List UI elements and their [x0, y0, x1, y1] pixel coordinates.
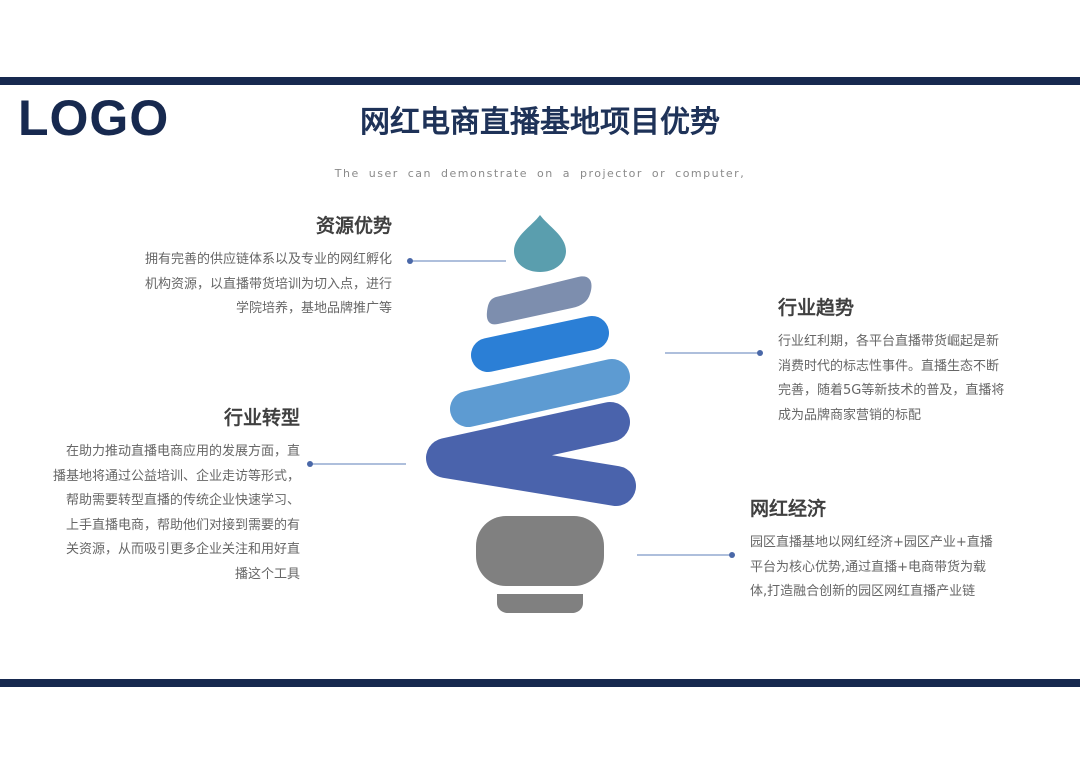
- item-text: 在助力推动直播电商应用的发展方面，直 播基地将通过公益培训、企业走访等形式， 帮…: [36, 440, 300, 587]
- item-line: 行业红利期，各平台直播带货崛起是新: [778, 334, 1000, 349]
- item-industry-trend: 行业趋势 行业红利期，各平台直播带货崛起是新 消费时代的标志性事件。直播生态不断…: [778, 294, 1024, 428]
- item-text: 园区直播基地以网红经济+园区产业+直播 平台为核心优势,通过直播+电商带货为载 …: [750, 531, 1006, 605]
- bulb-band-3: [450, 359, 630, 427]
- item-heading: 网红经济: [750, 498, 827, 520]
- item-line: 成为品牌商家营销的标配: [778, 407, 922, 423]
- item-line: 上手直播电商，帮助他们对接到需要的有: [65, 517, 300, 533]
- item-line: 学院培养，基地品牌推广等: [235, 301, 392, 316]
- item-line: 体,打造融合创新的园区网红直播产业链: [750, 584, 976, 599]
- item-line: 平台为核心优势,通过直播+电商带货为载: [750, 559, 987, 575]
- connector-1: [407, 258, 506, 264]
- item-line: 关资源，从而吸引更多企业关注和用好直: [65, 542, 300, 557]
- logo: LOGO: [18, 90, 170, 146]
- item-line: 完善，随着5G等新技术的普及，直播将: [778, 383, 1005, 398]
- connector-2: [307, 461, 406, 467]
- item-industry-transformation: 行业转型 在助力推动直播电商应用的发展方面，直 播基地将通过公益培训、企业走访等…: [36, 404, 300, 587]
- top-rule: [0, 77, 1080, 85]
- item-line: 拥有完善的供应链体系以及专业的网红孵化: [144, 252, 392, 267]
- bulb-band-4: [426, 402, 636, 506]
- item-line: 园区直播基地以网红经济+园区产业+直播: [750, 535, 993, 550]
- item-heading: 行业转型: [223, 407, 300, 429]
- item-line: 帮助需要转型直播的传统企业快速学习、: [65, 493, 300, 508]
- bulb-cap: [497, 594, 583, 613]
- item-line: 消费时代的标志性事件。直播生态不断: [778, 358, 1000, 374]
- item-text: 拥有完善的供应链体系以及专业的网红孵化 机构资源，以直播带货培训为切入点，进行 …: [120, 248, 392, 322]
- bulb-band-2: [471, 316, 609, 372]
- item-line: 在助力推动直播电商应用的发展方面，直: [65, 444, 300, 459]
- item-heading: 行业趋势: [778, 297, 855, 319]
- bottom-rule: [0, 679, 1080, 687]
- bulb-base: [476, 516, 604, 586]
- item-resource-advantage: 资源优势 拥有完善的供应链体系以及专业的网红孵化 机构资源，以直播带货培训为切入…: [120, 212, 392, 322]
- item-text: 行业红利期，各平台直播带货崛起是新 消费时代的标志性事件。直播生态不断 完善，随…: [778, 330, 1024, 428]
- connector-3: [665, 350, 763, 356]
- bulb-band-1: [486, 276, 592, 325]
- page-title: 网红电商直播基地项目优势: [360, 105, 720, 140]
- item-line: 机构资源，以直播带货培训为切入点，进行: [144, 276, 392, 292]
- bulb-drop: [514, 215, 566, 272]
- item-line: 播基地将通过公益培训、企业走访等形式，: [52, 468, 300, 484]
- page-subtitle: The user can demonstrate on a projector …: [334, 167, 746, 180]
- item-line: 播这个工具: [234, 566, 300, 582]
- connector-4: [637, 552, 735, 558]
- item-heading: 资源优势: [315, 215, 392, 237]
- item-influencer-economy: 网红经济 园区直播基地以网红经济+园区产业+直播 平台为核心优势,通过直播+电商…: [750, 495, 1006, 605]
